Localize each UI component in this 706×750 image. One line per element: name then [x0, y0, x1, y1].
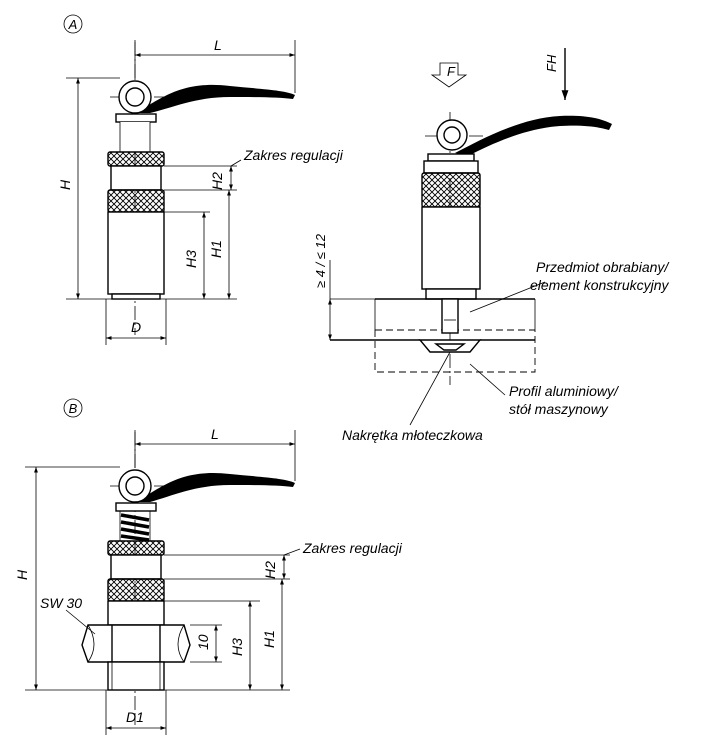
mounted-body	[421, 206, 481, 290]
view-a-dim-h: H	[57, 179, 73, 190]
t-nut	[418, 339, 482, 353]
view-b-knurled-ring	[107, 578, 165, 602]
workpiece-label-2: element konstrukcyjny	[530, 277, 670, 293]
view-b-adjust-nut	[107, 540, 165, 556]
view-a: A L	[57, 14, 344, 345]
view-b-dim-h2: H2	[262, 561, 278, 579]
view-b: B L	[14, 398, 403, 735]
workpiece-label-1: Przedmiot obrabiany/	[536, 259, 670, 275]
force-f-label: F	[447, 64, 456, 79]
force-f-arrow	[430, 62, 468, 88]
view-b-wrench: SW 30	[40, 595, 82, 611]
view-a-marker-circle	[63, 14, 83, 34]
view-a-dim-l: L	[214, 37, 222, 53]
view-a-dim-h1: H1	[208, 240, 224, 258]
profile-label-1: Profil aluminiowy/	[509, 383, 620, 399]
view-a-note: Zakres regulacji	[243, 147, 344, 163]
view-a-spring	[119, 122, 151, 152]
mounted-knurled-ring	[421, 172, 481, 208]
mounted-cam-lever	[427, 115, 612, 162]
view-a-body	[107, 211, 165, 295]
view-a-dim-d: D	[131, 319, 141, 335]
nut-label: Nakrętka młoteczkowa	[342, 427, 483, 443]
view-b-spring	[119, 511, 151, 542]
view-b-marker-circle	[63, 398, 83, 418]
view-b-dim-h3: H3	[229, 638, 245, 656]
thickness-label: ≥ 4 / ≤ 12	[313, 233, 328, 288]
view-a-knurled-ring	[107, 189, 165, 213]
view-b-dim-d1: D1	[126, 709, 144, 725]
view-a-cam-lever	[115, 80, 295, 123]
profile-label-2: stół maszynowy	[509, 401, 609, 417]
view-a-dim-h3: H3	[183, 250, 199, 268]
view-a-adjust-nut	[107, 151, 165, 167]
view-b-cam-lever	[115, 469, 295, 512]
view-b-dim-l: L	[211, 426, 219, 442]
view-b-hex-nut	[81, 624, 191, 663]
view-a-marker: A	[68, 17, 78, 32]
view-b-marker: B	[69, 401, 78, 416]
view-a-dim-h2: H2	[209, 172, 225, 190]
view-b-note: Zakres regulacji	[302, 540, 403, 556]
view-b-dim-h: H	[14, 569, 30, 580]
force-fh-label: FH	[544, 54, 559, 72]
view-b-dim-10: 10	[195, 634, 211, 650]
view-a-mounted: F FH	[313, 48, 670, 443]
view-b-collar	[110, 554, 162, 580]
view-b-dim-h1: H1	[261, 630, 277, 648]
view-a-collar	[110, 165, 162, 191]
